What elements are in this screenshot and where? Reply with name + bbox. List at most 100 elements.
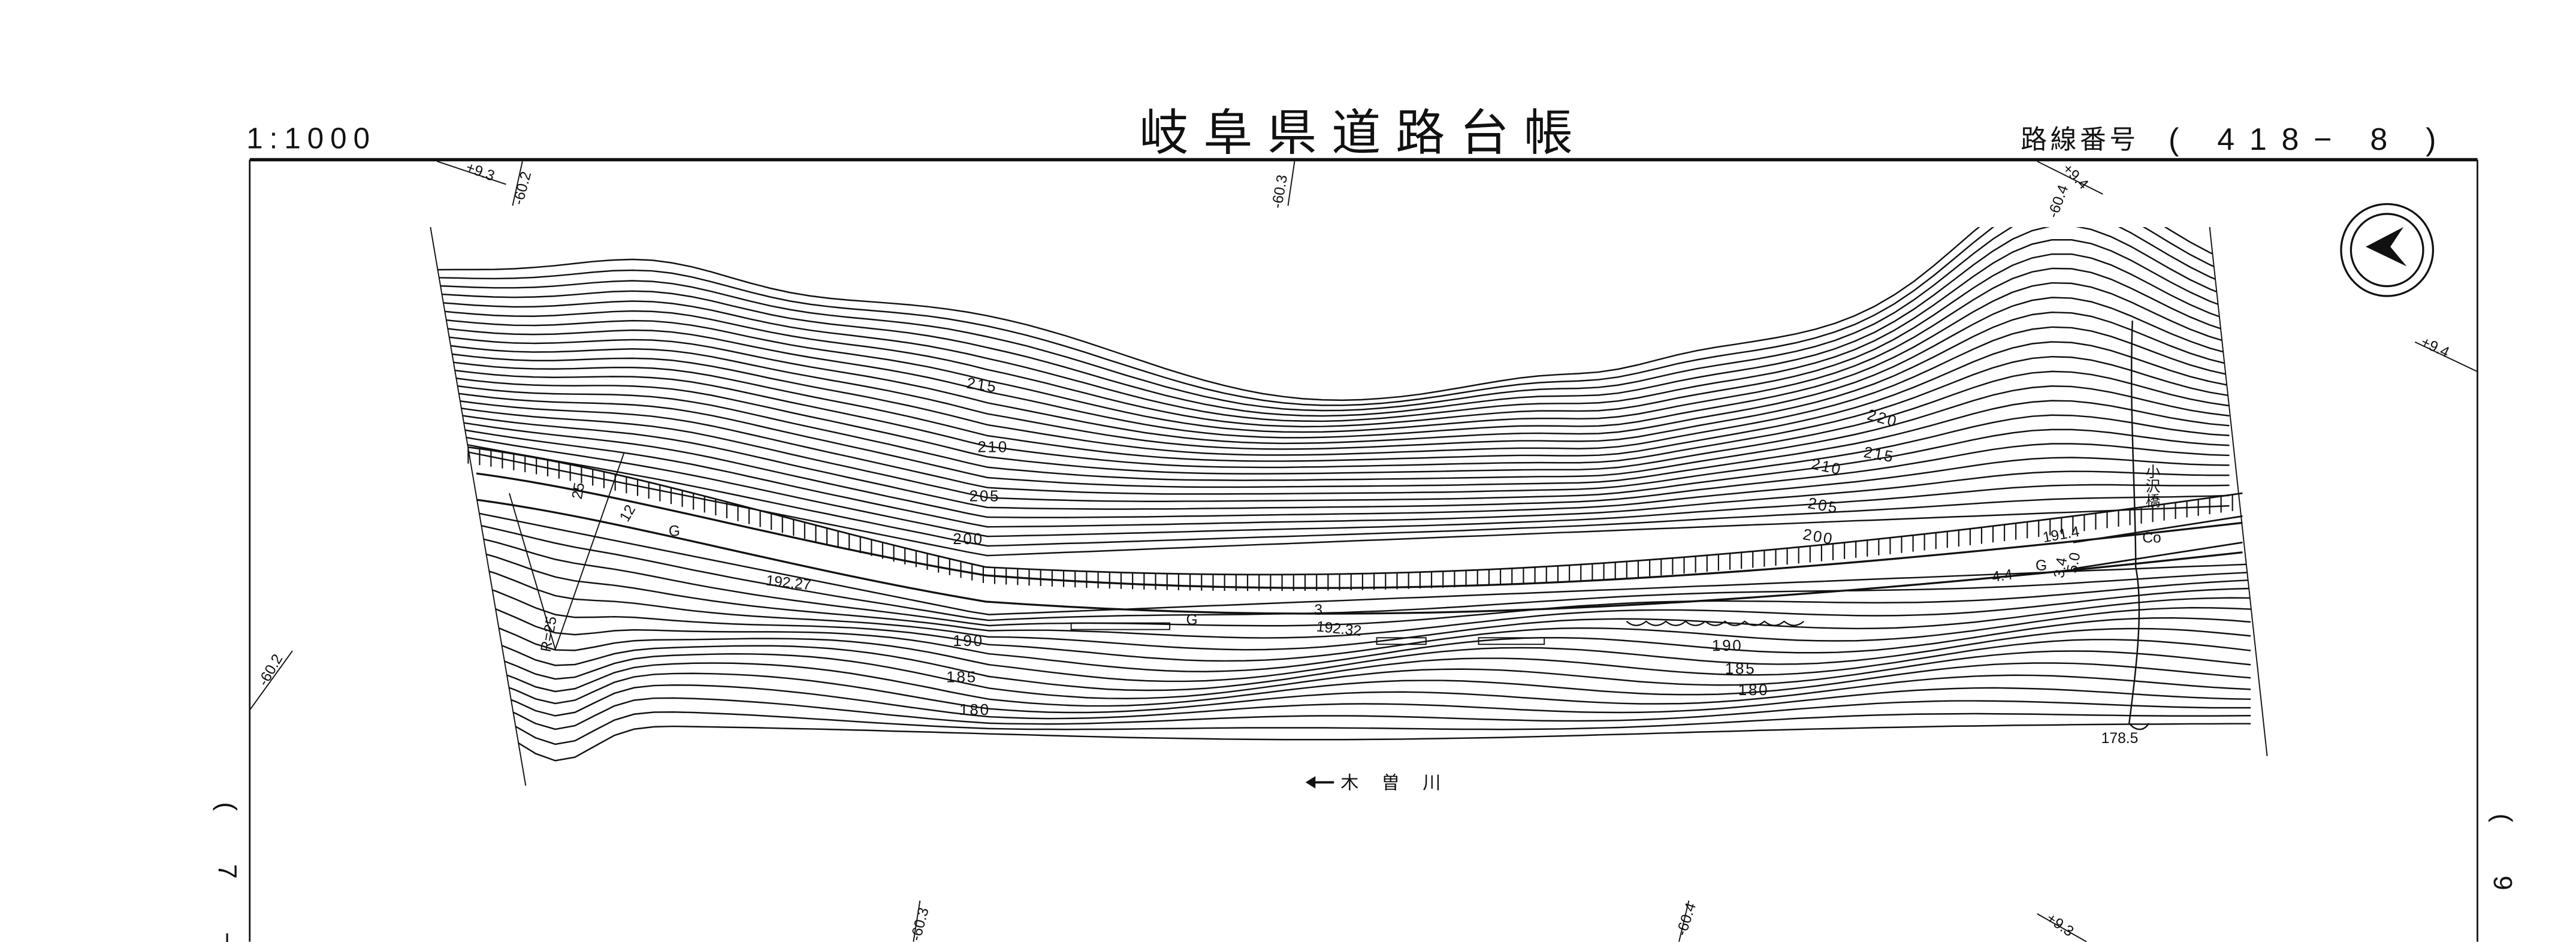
contour-line <box>476 650 2251 699</box>
contour-line <box>435 431 2230 538</box>
contour-line <box>476 662 2251 707</box>
contour-line <box>476 636 2251 692</box>
contour-line <box>476 711 2251 745</box>
contour-label: 185 <box>946 668 977 686</box>
flow-arrow-icon <box>1305 776 1334 789</box>
contour-label: 190 <box>1712 636 1743 654</box>
grid-ticks: +9.3 -60.2 -60.3 -60.4 +9.4 +9.4 -60.2 -… <box>249 159 2478 942</box>
contour-line <box>435 239 2230 422</box>
road-width-label: 12 <box>617 502 639 524</box>
retaining-wall <box>1376 637 1427 645</box>
contour-line <box>476 602 2251 672</box>
embankment-hatching <box>467 447 2233 591</box>
contour-line <box>435 403 2230 502</box>
contour-line <box>435 445 2230 557</box>
retaining-wall <box>1478 637 1545 645</box>
contour-label: 215 <box>965 374 998 396</box>
contour-lines <box>435 227 2251 762</box>
route-number-label: 路線番号 <box>2021 124 2139 155</box>
grid-tick: -60.4 <box>1674 901 1699 938</box>
contour-line <box>435 396 2230 495</box>
contour-line <box>476 684 2251 720</box>
contour-line <box>476 536 2251 627</box>
right-sheet-ref: ( 9 <box>2488 814 2517 913</box>
bridge-material: Co <box>2142 530 2161 546</box>
contour-line <box>435 355 2230 469</box>
road <box>467 321 2243 730</box>
contour-labels: 215 210 205 200 190 185 180 220 215 210 … <box>946 374 1899 718</box>
sheet-title: 岐阜県道路台帳 <box>1139 105 1587 162</box>
river-name: 木曽川 <box>1340 773 1464 794</box>
road-width-label: 5.0 <box>2064 551 2084 574</box>
gabion <box>1626 620 1805 626</box>
road-width-label: 25 <box>569 481 588 500</box>
grid-tick: -60.2 <box>511 170 535 206</box>
contour-line <box>476 551 2251 639</box>
contour-label: 205 <box>970 487 1001 505</box>
contour-line <box>476 566 2251 651</box>
contour-line <box>476 524 2251 621</box>
contour-label: 185 <box>1725 660 1756 678</box>
contour-line <box>435 424 2230 528</box>
route-number-value: ( 418− 8 ) <box>2169 122 2451 157</box>
contour-line <box>435 282 2230 439</box>
contour-label: 210 <box>977 437 1008 455</box>
contour-label: 190 <box>953 632 984 650</box>
contour-line <box>435 326 2230 456</box>
contour-label: 180 <box>1738 681 1769 699</box>
contour-line <box>435 341 2230 462</box>
retaining-wall <box>1070 622 1171 630</box>
stream <box>2128 321 2150 730</box>
grid-tick: -60.3 <box>908 906 932 942</box>
road-width-label: 3.4 <box>2051 556 2071 579</box>
contour-line <box>435 227 2230 412</box>
contour-line <box>435 267 2230 433</box>
grid-tick: +9.3 <box>464 159 497 185</box>
contour-line <box>476 697 2251 730</box>
grid-tick: +9.4 <box>2418 334 2452 361</box>
contour-line <box>435 297 2230 445</box>
contour-line <box>435 410 2230 510</box>
grid-tick: -60.3 <box>1269 174 1291 210</box>
guardrail-label: G <box>1186 612 1198 628</box>
contour-line <box>476 723 2251 762</box>
map-boundary-right <box>2209 227 2268 756</box>
contour-line <box>435 418 2230 518</box>
contour-line <box>476 672 2251 714</box>
bridge-deck <box>2073 515 2243 570</box>
contour-line <box>435 311 2230 450</box>
contour-label: 200 <box>953 530 984 548</box>
contour-label: 200 <box>1802 525 1835 548</box>
contour-line <box>435 389 2230 488</box>
left-sheet-ref: ( 7 − <box>213 802 242 942</box>
bridge-name: 小沢橋 <box>2143 463 2161 508</box>
contour-line <box>435 227 2230 406</box>
curve-radius-line <box>509 493 556 650</box>
contour-line <box>435 227 2230 417</box>
contour-line <box>435 253 2230 428</box>
grid-tick: +9.3 <box>2043 910 2076 940</box>
curve-radius-label: R=25 <box>538 615 560 653</box>
contour-label: 220 <box>1865 405 1900 430</box>
scale-label: 1:1000 <box>246 122 376 155</box>
north-arrow-icon <box>2340 203 2435 297</box>
grid-tick: -60.2 <box>255 651 286 689</box>
contour-line <box>435 382 2230 481</box>
road-width-label: 3 <box>1314 602 1322 618</box>
curve-radius-line <box>554 452 625 650</box>
spot-height: 192.27 <box>765 573 812 594</box>
contour-label: 210 <box>1810 454 1844 478</box>
contour-line <box>435 370 2230 475</box>
contour-line <box>476 584 2251 662</box>
guardrail-label: G <box>669 523 680 539</box>
spot-height: 178.5 <box>2101 730 2139 747</box>
grid-tick: -60.4 <box>2045 183 2072 220</box>
contour-line <box>476 620 2251 683</box>
contour-line <box>435 227 2230 401</box>
contour-line <box>476 512 2251 615</box>
river-label: 木曽川 <box>1305 773 1464 794</box>
contour-line <box>435 438 2230 547</box>
contour-label: 180 <box>959 701 990 718</box>
road-width-label: 4.4 <box>1991 566 2014 585</box>
